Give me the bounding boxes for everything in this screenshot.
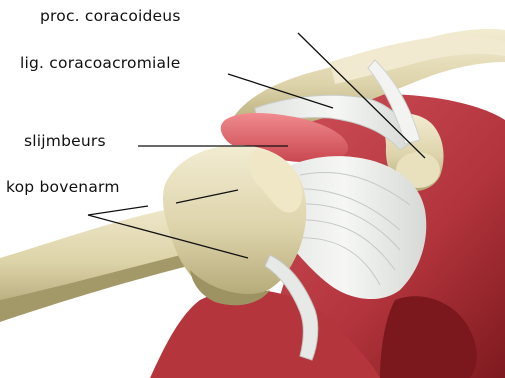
label-kop-bovenarm: kop bovenarm — [6, 178, 120, 196]
label-proc-coracoideus: proc. coracoideus — [40, 7, 181, 25]
label-lig-coracoacromiale: lig. coracoacromiale — [20, 54, 180, 72]
label-slijmbeurs: slijmbeurs — [24, 132, 106, 150]
leader-line-kop-b — [88, 206, 148, 215]
